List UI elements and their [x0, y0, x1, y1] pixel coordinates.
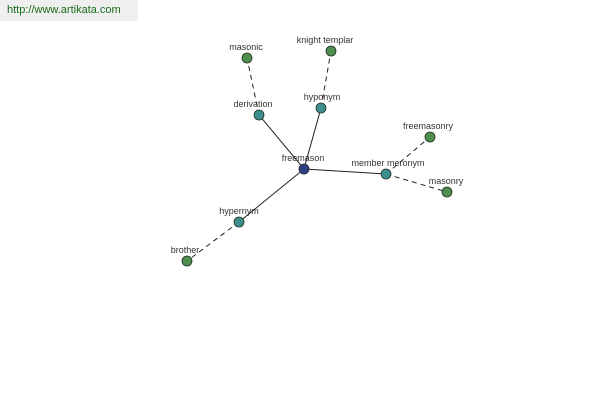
- node-label-brother[interactable]: brother: [171, 245, 200, 255]
- nodes-layer: [181, 45, 453, 267]
- site-url-link[interactable]: http://www.artikata.com: [7, 4, 121, 16]
- node-freemason[interactable]: [298, 163, 310, 175]
- node-masonry[interactable]: [441, 186, 453, 198]
- node-masonic[interactable]: [241, 52, 253, 64]
- node-label-knight-templar[interactable]: knight templar: [297, 35, 354, 45]
- edge-freemason-member-meronym: [303, 168, 387, 175]
- node-derivation[interactable]: [253, 109, 265, 121]
- edge-member-meronym-freemasonry: [385, 136, 431, 175]
- node-label-member-meronym[interactable]: member meronym: [351, 158, 424, 168]
- node-brother[interactable]: [181, 255, 193, 267]
- node-freemasonry[interactable]: [424, 131, 436, 143]
- edge-hyponym-knight-templar: [320, 50, 332, 109]
- node-hyponym[interactable]: [315, 102, 327, 114]
- node-label-freemasonry[interactable]: freemasonry: [403, 121, 454, 131]
- edge-freemason-hyponym: [303, 107, 322, 170]
- node-label-hypernym[interactable]: hypernym: [219, 206, 259, 216]
- node-label-hyponym[interactable]: hyponym: [304, 92, 341, 102]
- node-knight-templar[interactable]: [325, 45, 337, 57]
- url-banner: http://www.artikata.com: [0, 0, 138, 21]
- node-member-meronym[interactable]: [380, 168, 392, 180]
- edge-hypernym-brother: [186, 221, 240, 262]
- node-hypernym[interactable]: [233, 216, 245, 228]
- edges-layer: [186, 50, 448, 262]
- labels-layer: freemason derivation hyponym member meronym…: [171, 35, 464, 255]
- edge-freemason-hypernym: [238, 168, 305, 223]
- node-label-masonry[interactable]: masonry: [429, 176, 464, 186]
- edge-derivation-masonic: [246, 57, 260, 116]
- node-label-derivation[interactable]: derivation: [233, 99, 272, 109]
- edge-member-meronym-masonry: [385, 173, 448, 193]
- node-label-masonic[interactable]: masonic: [229, 42, 263, 52]
- node-label-freemason[interactable]: freemason: [282, 153, 325, 163]
- edge-freemason-derivation: [258, 114, 305, 170]
